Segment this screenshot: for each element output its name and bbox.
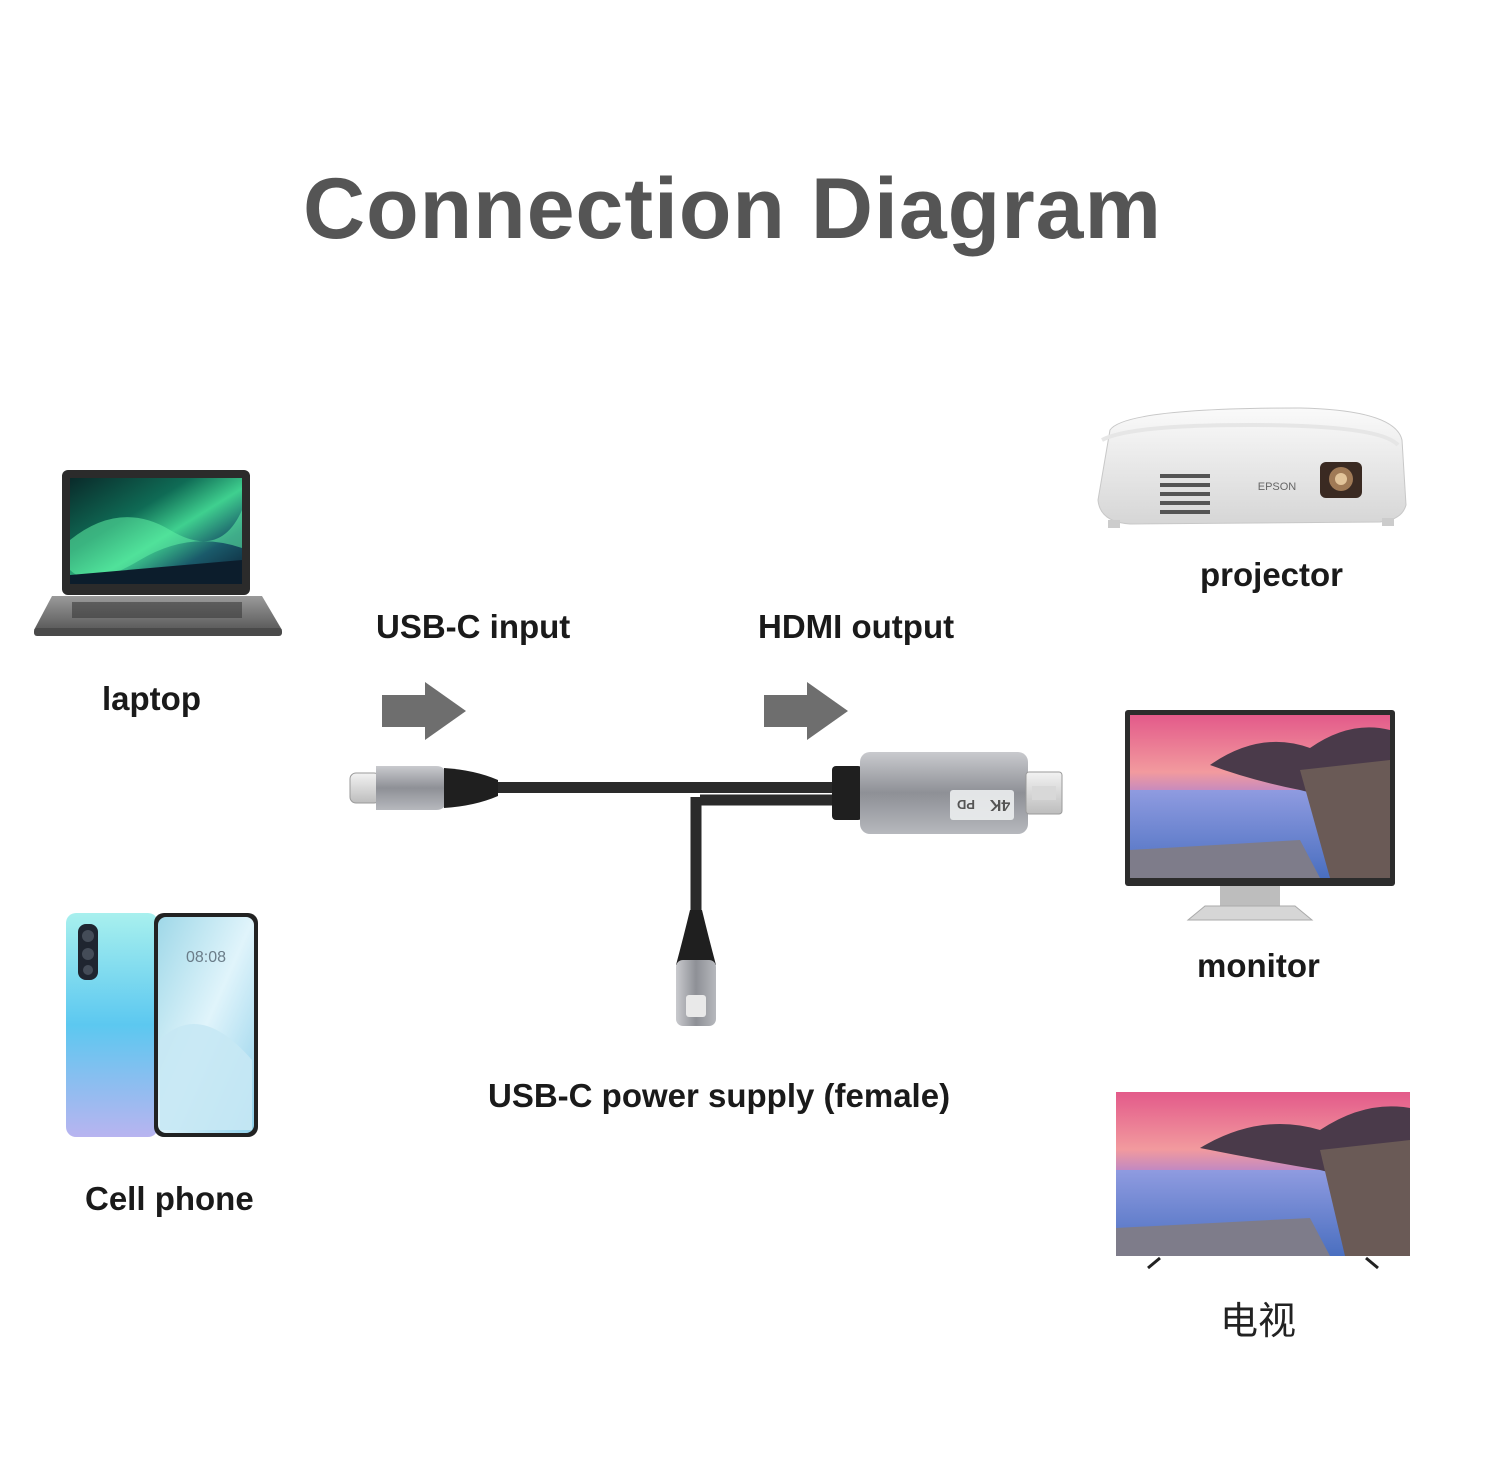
- hdmi-adapter: 4K PD: [832, 752, 1063, 834]
- laptop-label: laptop: [102, 680, 201, 717]
- usb-c-plug: [349, 766, 498, 810]
- power-supply-label: USB-C power supply (female): [488, 1077, 951, 1114]
- adapter-marking-main: 4K: [989, 796, 1010, 813]
- hdmi-output-label: HDMI output: [758, 608, 955, 645]
- phone-clock: 08:08: [186, 949, 226, 966]
- usb-c-input-label: USB-C input: [376, 608, 571, 645]
- diagram-title: Connection Diagram: [303, 161, 1162, 257]
- usb-c-power-connector: [676, 910, 716, 1026]
- projector-label: projector: [1200, 556, 1344, 593]
- projector-brand: EPSON: [1258, 481, 1297, 493]
- cell-phone-label: Cell phone: [85, 1180, 254, 1217]
- adapter-marking-sub: PD: [957, 797, 975, 812]
- tv-label: 电视: [1220, 1299, 1297, 1343]
- monitor-label: monitor: [1197, 947, 1320, 984]
